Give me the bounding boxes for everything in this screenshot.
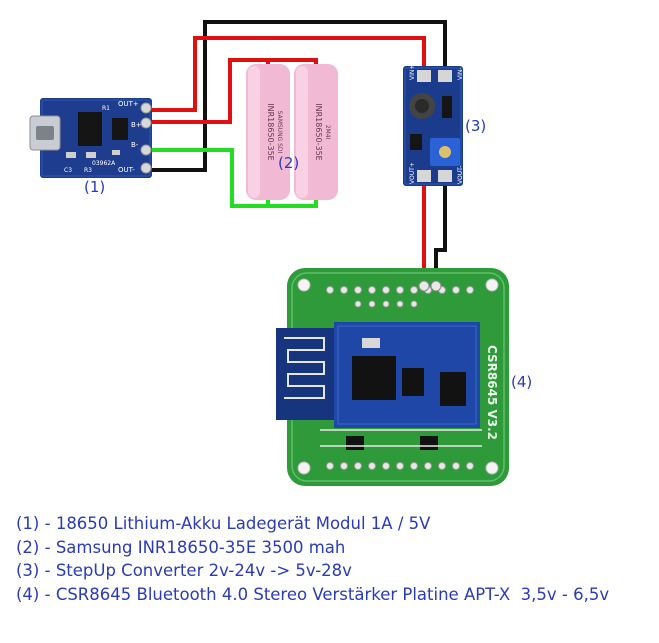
charger-silk-r3: R3 xyxy=(84,167,92,174)
csr-chip xyxy=(352,356,396,400)
bluetooth-board: CSR8645 V3.2 xyxy=(276,268,509,486)
wire-red-out-plus xyxy=(150,36,426,112)
charger-pin-out-plus: OUT+ xyxy=(118,100,139,108)
bottom-header-pins xyxy=(326,462,474,470)
bt-board-silk: CSR8645 V3.2 xyxy=(485,345,499,440)
stepup-pin-vout-minus: VOUT- xyxy=(457,166,464,184)
charger-silk-c3: C3 xyxy=(64,167,72,174)
stepup-pin-vout-plus: VOUT+ xyxy=(409,162,416,184)
battery-1-brand: SAMSUNG SDI xyxy=(276,111,283,154)
battery-1-text: INR18650-35E xyxy=(266,103,275,160)
charger-chip-code: 03962A xyxy=(92,160,116,167)
legend-item-bluetooth: (4) - CSR8645 Bluetooth 4.0 Stereo Verst… xyxy=(16,584,610,604)
battery-pack: INR18650-35E SAMSUNG SDI INR18650-35E 2M… xyxy=(246,64,338,200)
stepup-label: (3) xyxy=(465,117,486,135)
battery-cell-1: INR18650-35E SAMSUNG SDI xyxy=(246,64,290,200)
wire-red-battery-plus xyxy=(150,58,318,124)
battery-2-brand: 2M4I xyxy=(324,125,331,140)
battery-label: (2) xyxy=(278,154,299,172)
legend-item-batteries: (2) - Samsung INR18650-35E 3500 mah xyxy=(16,537,346,557)
wire-black-out-minus xyxy=(150,20,447,172)
charger-chip xyxy=(78,112,102,146)
stepup-pin-vin-plus: VIN+ xyxy=(409,65,416,80)
legend-item-stepup: (3) - StepUp Converter 2v-24v -> 5v-28v xyxy=(16,561,352,580)
legend: (1) - 18650 Lithium-Akku Ladegerät Modul… xyxy=(16,512,609,606)
battery-2-text: INR18650-35E xyxy=(314,103,323,160)
charger-pin-b-plus: B+ xyxy=(131,121,142,129)
charger-pin-out-minus: OUT- xyxy=(118,166,135,174)
charger-silk-r1: R1 xyxy=(102,105,110,112)
top-header-pins xyxy=(326,286,474,308)
wire-green-battery-minus xyxy=(150,148,318,208)
wiring-diagram: OUT+ B+ B- OUT- 03962A R3 C3 R1 (1) INR1… xyxy=(29,20,532,486)
charger-module: OUT+ B+ B- OUT- 03962A R3 C3 R1 xyxy=(29,98,152,178)
stepup-pin-vin-minus: VIN- xyxy=(457,67,464,80)
wires xyxy=(150,20,447,285)
wire-black-vout-minus xyxy=(434,182,447,285)
charger-label: (1) xyxy=(84,178,105,196)
charger-pin-b-minus: B- xyxy=(131,141,139,149)
legend-item-charger: (1) - 18650 Lithium-Akku Ladegerät Modul… xyxy=(16,514,431,533)
stepup-module: VIN+ VIN- VOUT+ VOUT- xyxy=(403,65,464,186)
bluetooth-label: (4) xyxy=(511,373,532,391)
battery-cell-2: INR18650-35E 2M4I xyxy=(294,64,338,200)
